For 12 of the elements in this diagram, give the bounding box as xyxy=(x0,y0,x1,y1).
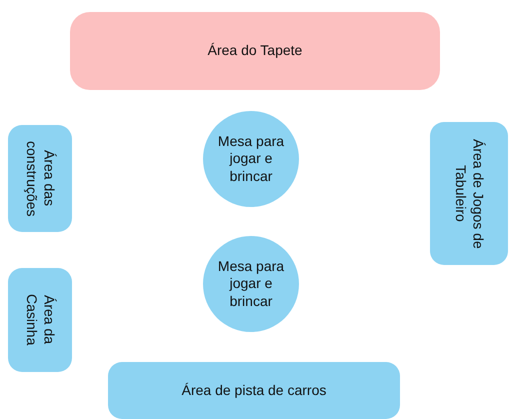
zone-label: Área da Casinha xyxy=(23,293,58,348)
zone-label: Área de Jogos de Tabuleiro xyxy=(452,138,486,250)
zone-label: Área do Tapete xyxy=(208,42,302,60)
area-zone xyxy=(8,268,72,372)
area-zone xyxy=(8,125,72,232)
zone-label: Mesa para jogar e brincar xyxy=(217,258,285,310)
zone-label: Área de pista de carros xyxy=(182,382,326,400)
area-zone xyxy=(430,122,508,265)
area-zone xyxy=(108,362,400,419)
zone-label: Mesa para jogar e brincar xyxy=(217,132,285,186)
zone-label: Área das construções xyxy=(23,140,58,218)
area-zone xyxy=(70,12,440,90)
